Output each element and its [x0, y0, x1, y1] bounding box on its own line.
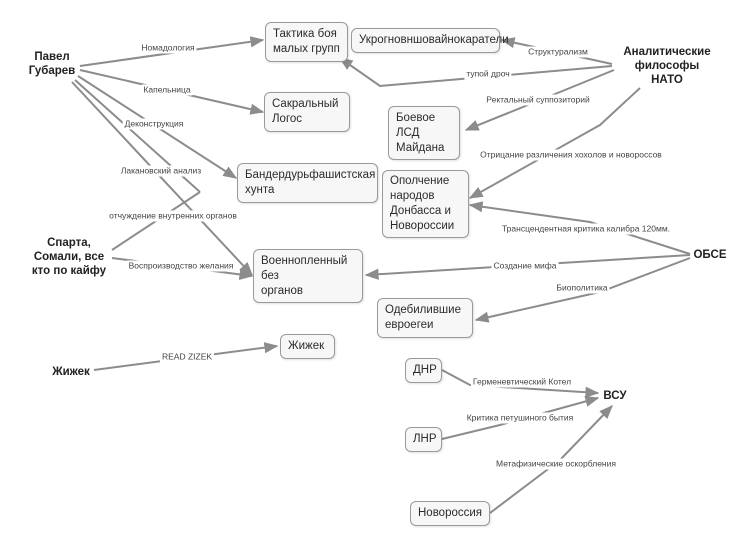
edge-label-lakan: Лакановский анализ: [118, 165, 204, 177]
edge-label-vosproizvodstvo: Воспроизводство желания: [126, 260, 236, 272]
root-pavel-gubarev: Павел Губарев: [28, 51, 76, 77]
node-tactics[interactable]: Тактика боя малых групп: [265, 22, 348, 62]
node-lsd[interactable]: Боевое ЛСД Майдана: [388, 106, 460, 160]
node-novorossiya[interactable]: Новороссия: [410, 501, 490, 526]
node-voenno[interactable]: Военнопленный без органов: [253, 249, 363, 303]
edge-tupoy: [338, 57, 613, 88]
node-zhizhek-box[interactable]: Жижек: [280, 334, 335, 359]
edge-label-structuralism: Структурализм: [526, 46, 590, 58]
edge-label-rektal: Ректальный суппозиторий: [484, 94, 592, 106]
node-lnr[interactable]: ЛНР: [405, 427, 442, 452]
edge-label-dekonstruktsiya: Деконструкция: [122, 118, 186, 130]
node-odebil[interactable]: Одебилившие евроегеи: [377, 298, 473, 338]
edge-voenno-from-gubarev: [71, 81, 253, 277]
root-analytic-philosophers-nato: Аналитические философы НАТО: [623, 46, 711, 86]
edge-label-tupoy: тупой дроч: [464, 68, 512, 80]
node-opolch[interactable]: Ополчение народов Донбасса и Новороссии: [382, 170, 469, 238]
edge-label-kapelnitsa: Капельница: [141, 84, 193, 96]
node-ukro[interactable]: Укрогновншовайнокаратели: [351, 28, 509, 53]
edge-trans: [468, 201, 691, 255]
edge-label-otchuzhdenie: отчуждение внутренних органов: [107, 210, 239, 222]
edge-label-petushinogo: Критика петушиного бытия: [464, 412, 576, 424]
root-zhizhek: Жижек: [52, 366, 90, 378]
edge-petush: [441, 395, 600, 440]
edge-label-transcendent: Трансцендентная критика калибра 120мм.: [499, 223, 673, 235]
edge-label-nomadology: Номадология: [139, 42, 197, 54]
edge-rektal: [464, 69, 615, 131]
edge-label-germenevticheskiy: Герменевтический Котел: [470, 376, 574, 388]
edge-german: [441, 369, 600, 398]
edge-label-read-zizek: READ ZIZEK: [159, 351, 215, 363]
edge-otric: [468, 87, 641, 199]
root-obse: ОБСЕ: [693, 249, 727, 261]
root-vsu: ВСУ: [603, 390, 627, 402]
edge-label-metafizicheskie: Метафизические оскорбления: [494, 458, 618, 470]
node-sacral[interactable]: Сакральный Логос: [264, 92, 350, 132]
edge-label-mif: Создание мифа: [491, 260, 559, 272]
edge-label-biopolitika: Биополитика: [554, 282, 610, 294]
root-sparta-somali: Спарта, Сомали, все кто по кайфу: [31, 237, 107, 277]
node-bander[interactable]: Бандердурьфашистская хунта: [237, 163, 378, 203]
node-dnr[interactable]: ДНР: [405, 358, 442, 383]
edge-label-otritsanie: Отрицание различения хохолов и новороссо…: [478, 149, 664, 161]
